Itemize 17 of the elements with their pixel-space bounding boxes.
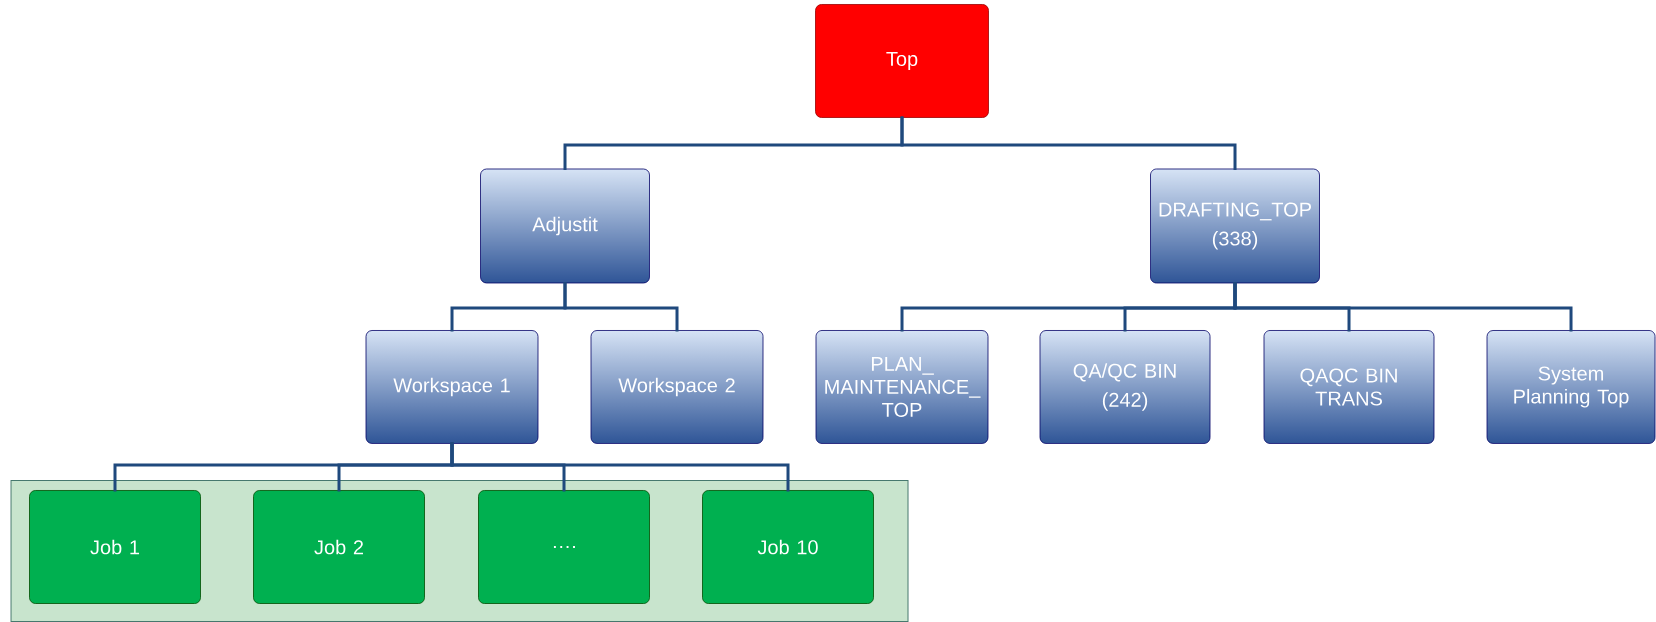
job-box: Job 10 bbox=[702, 490, 874, 604]
process-box: DRAFTING_TOP (338) bbox=[1150, 168, 1320, 284]
connector-line bbox=[1233, 281, 1573, 332]
process-box: System Planning Top bbox=[1486, 330, 1656, 444]
process-box: Workspace 2 bbox=[590, 330, 764, 444]
connector-line bbox=[563, 281, 679, 332]
process-box: QAQC BIN TRANS bbox=[1263, 330, 1435, 444]
process-box: PLAN_MAINTENANCE_TOP bbox=[815, 330, 989, 444]
job-box: Job 1 bbox=[29, 490, 201, 604]
root-box: Top bbox=[815, 4, 989, 118]
connector-line bbox=[900, 116, 1237, 171]
job-box: …. bbox=[478, 490, 650, 604]
process-box: Adjustit bbox=[480, 168, 650, 284]
process-box: Workspace 1 bbox=[365, 330, 539, 444]
process-box: QA/QC BIN (242) bbox=[1039, 330, 1211, 444]
connector-line bbox=[450, 442, 790, 492]
job-box: Job 2 bbox=[253, 490, 425, 604]
